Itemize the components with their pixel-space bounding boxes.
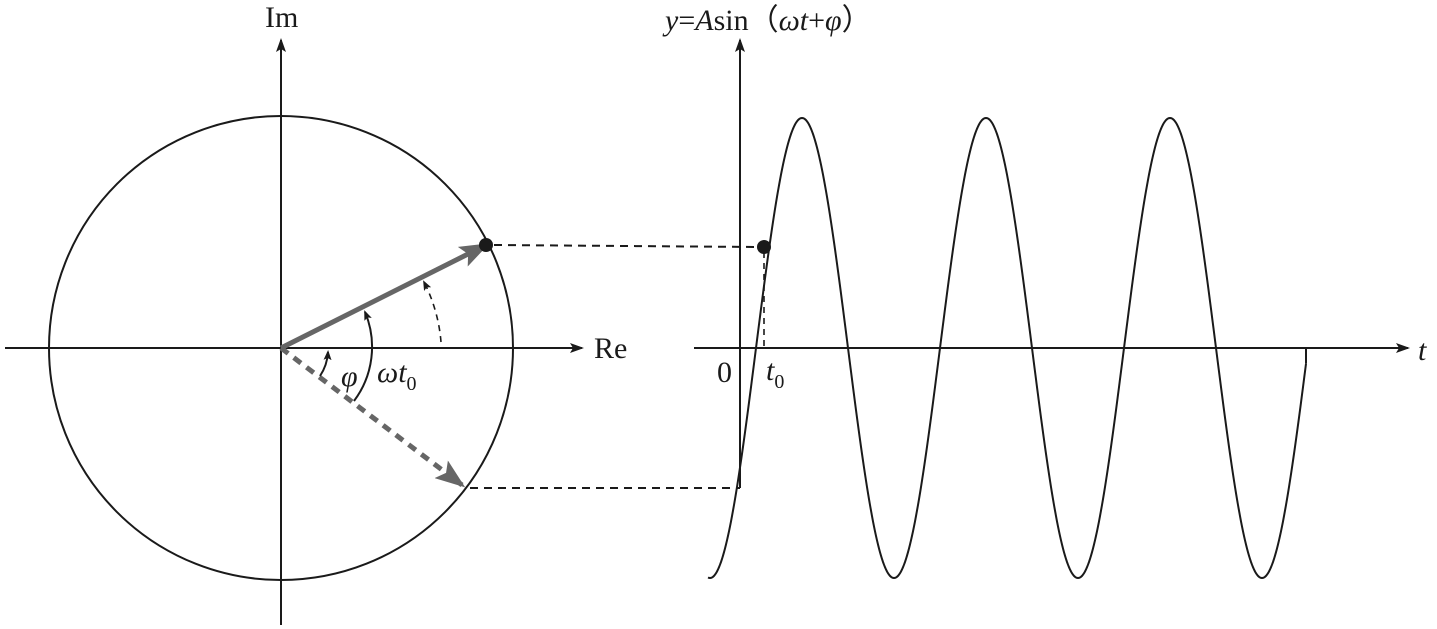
eq-open-paren: （ xyxy=(749,4,779,37)
omega-t0-label: ωt0 xyxy=(377,356,417,395)
omega-t0-arc xyxy=(353,310,373,402)
wave-point-t0 xyxy=(757,240,771,254)
eq-sin: sin xyxy=(714,4,749,37)
phasor-tip-point xyxy=(479,238,493,252)
omega-symbol: ω xyxy=(377,356,398,389)
eq-y: y xyxy=(662,4,679,37)
time-subscript: 0 xyxy=(407,373,417,395)
eq-omega: ω xyxy=(779,4,800,37)
eq-plus: + xyxy=(808,4,825,37)
t0-label: t0 xyxy=(766,354,784,393)
imag-axis-label: Im xyxy=(265,1,298,34)
t-axis-label: t xyxy=(1418,334,1427,367)
phasor-vector-t0 xyxy=(279,242,490,351)
waveform-equation: y=Asin（ωt+φ） xyxy=(662,4,872,37)
time-symbol: t xyxy=(398,356,407,389)
t0-symbol: t xyxy=(766,354,775,387)
omega-t0-arc-dashed xyxy=(423,280,442,343)
phasor-panel: Re Im φ ωt0 xyxy=(5,1,627,625)
eq-t: t xyxy=(800,4,809,37)
sine-curve xyxy=(707,116,1307,580)
eq-amplitude: A xyxy=(693,4,714,37)
real-axis-label: Re xyxy=(594,332,627,365)
phi-arc xyxy=(319,350,332,377)
eq-equals: = xyxy=(678,4,695,37)
t0-subscript: 0 xyxy=(774,371,784,393)
phi-label: φ xyxy=(341,360,358,393)
eq-phi: φ xyxy=(825,4,842,37)
origin-label: 0 xyxy=(717,356,732,389)
eq-close-paren: ） xyxy=(842,4,872,37)
waveform-panel: 0 t0 t y=Asin（ωt+φ） xyxy=(662,4,1427,580)
projection-line-top xyxy=(493,244,759,248)
phasor-vector-initial xyxy=(279,346,466,488)
